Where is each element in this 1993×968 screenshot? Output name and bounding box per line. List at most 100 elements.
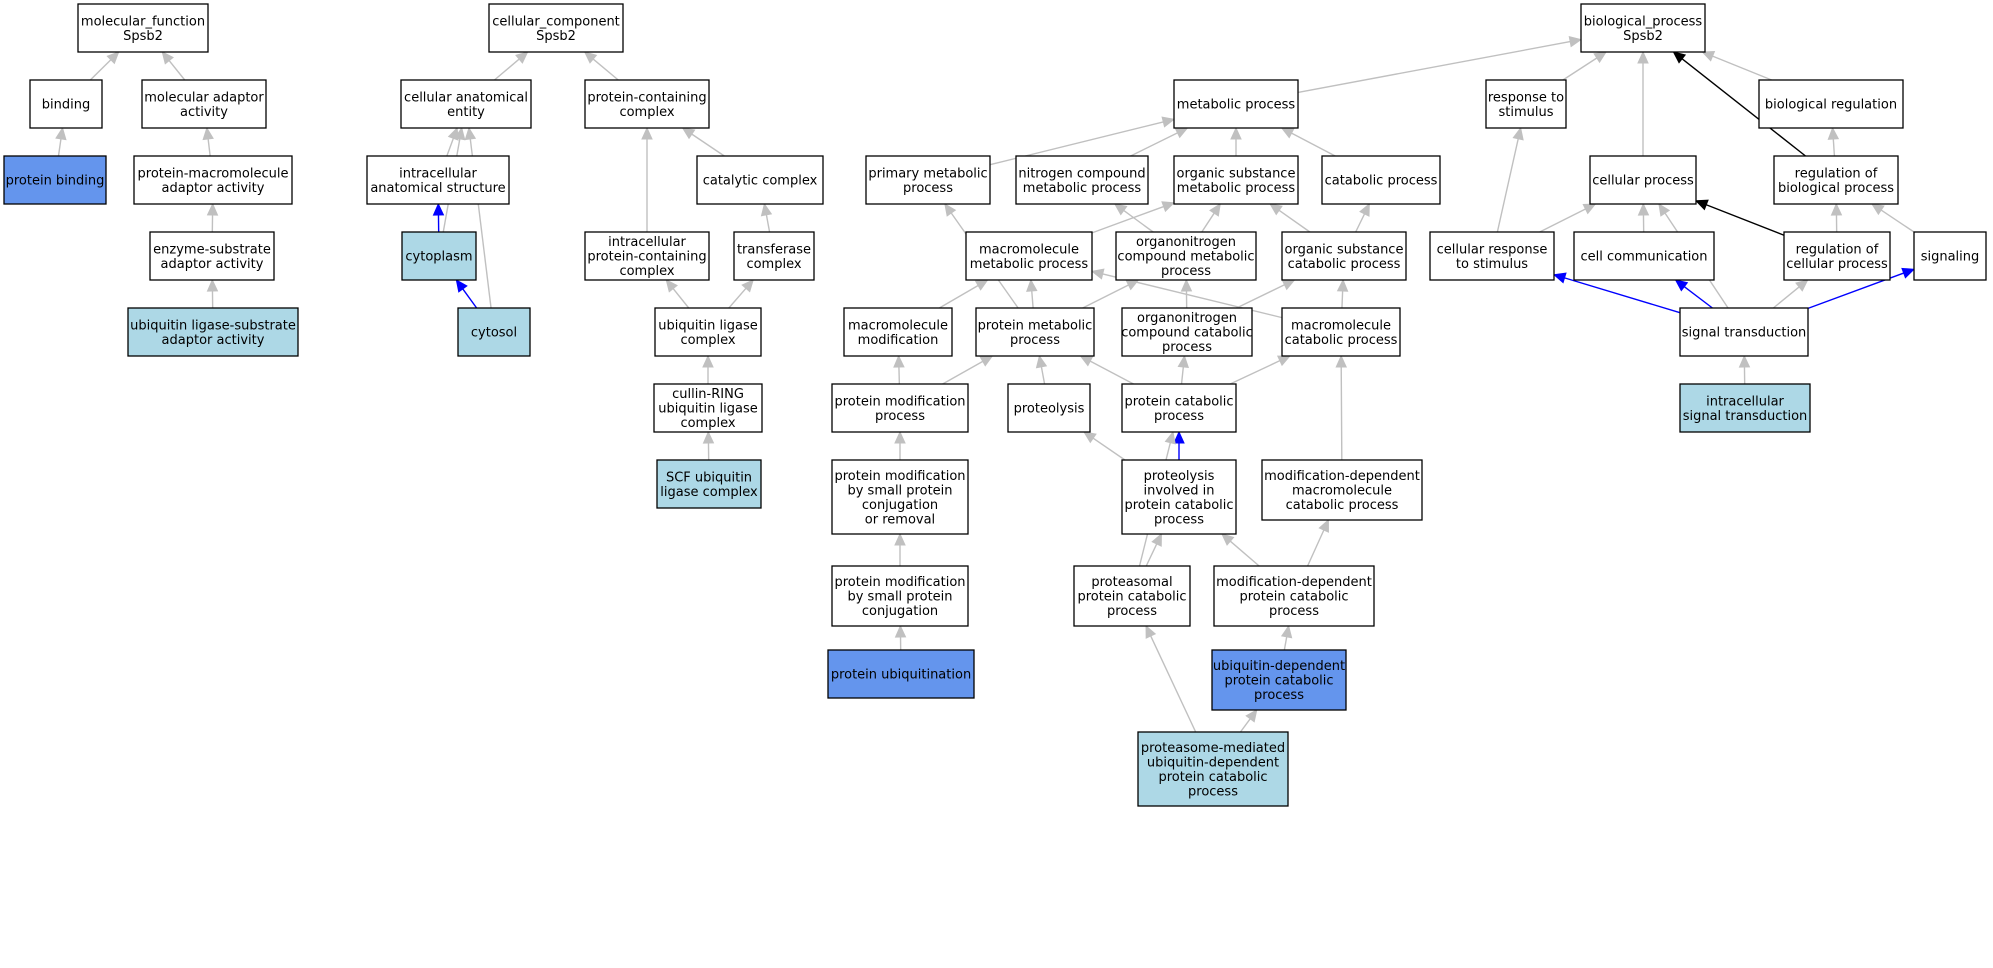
node-box bbox=[1173, 155, 1299, 205]
edge-line bbox=[1562, 57, 1598, 81]
edge-orgnit-met-to-nitrogen-met bbox=[1113, 203, 1154, 233]
go-term-node-proteolysis[interactable]: proteolysis bbox=[1007, 383, 1091, 433]
edge-line bbox=[1278, 209, 1311, 233]
edge-arrowhead bbox=[894, 430, 906, 444]
go-term-node-cellular-proc[interactable]: cellular process bbox=[1589, 155, 1697, 205]
node-box bbox=[133, 155, 293, 205]
edge-arrowhead bbox=[1174, 127, 1189, 139]
go-term-node-signaling[interactable]: signaling bbox=[1913, 231, 1987, 281]
edge-arrowhead bbox=[206, 278, 219, 292]
edge-cytoplasm-to-ias bbox=[432, 202, 445, 233]
node-box bbox=[457, 307, 531, 357]
node-label: enzyme-substrate bbox=[153, 242, 271, 257]
edge-arrowhead bbox=[455, 279, 468, 293]
edge-line bbox=[89, 59, 112, 81]
node-box bbox=[1121, 307, 1253, 357]
node-box bbox=[965, 231, 1093, 281]
go-term-node-catalytic[interactable]: catalytic complex bbox=[696, 155, 824, 205]
node-box bbox=[141, 79, 267, 129]
edge-line bbox=[1082, 284, 1129, 309]
edge-arrowhead bbox=[702, 430, 715, 444]
edge-line bbox=[1229, 540, 1260, 567]
go-term-node-moddep-macro[interactable]: modification-dependentmacromoleculecatab… bbox=[1261, 459, 1423, 521]
node-box bbox=[1121, 383, 1237, 433]
go-term-node-cytosol[interactable]: cytosol bbox=[457, 307, 531, 357]
node-label: cellular process bbox=[1592, 174, 1694, 189]
edge-arrowhead bbox=[894, 624, 907, 638]
node-box bbox=[1589, 155, 1697, 205]
go-term-node-prot-ubiq[interactable]: protein ubiquitination bbox=[827, 649, 975, 699]
node-box bbox=[77, 3, 209, 53]
go-term-node-sig-trans[interactable]: signal transduction bbox=[1679, 307, 1809, 357]
node-label: molecular adaptor bbox=[144, 90, 264, 105]
go-term-node-protein-binding[interactable]: protein binding bbox=[3, 155, 107, 205]
node-label: complex bbox=[680, 416, 735, 431]
edge-bio-reg-to-bp bbox=[1701, 50, 1772, 81]
edge-line bbox=[691, 133, 725, 157]
go-term-node-bio-reg[interactable]: biological regulation bbox=[1758, 79, 1904, 129]
node-label: biological regulation bbox=[1765, 98, 1897, 113]
go-term-node-metabolic[interactable]: metabolic process bbox=[1173, 79, 1299, 129]
node-box bbox=[1073, 565, 1191, 627]
node-label: complex bbox=[619, 105, 674, 120]
edge-mol-adaptor-to-mf bbox=[161, 51, 186, 81]
node-label: molecular_function bbox=[81, 14, 205, 29]
go-term-node-cell-comm[interactable]: cell communication bbox=[1573, 231, 1715, 281]
node-box bbox=[1321, 155, 1441, 205]
node-box bbox=[1115, 231, 1257, 281]
go-term-node-binding[interactable]: binding bbox=[29, 79, 103, 129]
edge-protein-binding-to-binding bbox=[55, 126, 67, 157]
node-label: protein metabolic bbox=[978, 318, 1093, 333]
go-term-node-catabolic[interactable]: catabolic process bbox=[1321, 155, 1441, 205]
node-label: Spsb2 bbox=[123, 29, 163, 44]
node-label: adaptor activity bbox=[161, 257, 264, 272]
edge-cell-resp-to-cellular-proc bbox=[1539, 203, 1597, 233]
edge-arrowhead bbox=[1161, 201, 1176, 213]
node-label: compound catabolic bbox=[1121, 326, 1253, 341]
go-term-node-proteasome-med[interactable]: proteasome-mediatedubiquitin-dependentpr… bbox=[1137, 731, 1289, 807]
edge-reg-cell-to-cellular-proc bbox=[1694, 199, 1785, 236]
node-label: catabolic process bbox=[1286, 498, 1399, 513]
edge-proteolysis-cat-to-proteolysis bbox=[1083, 431, 1126, 461]
go-term-node-cytoplasm[interactable]: cytoplasm bbox=[401, 231, 477, 281]
